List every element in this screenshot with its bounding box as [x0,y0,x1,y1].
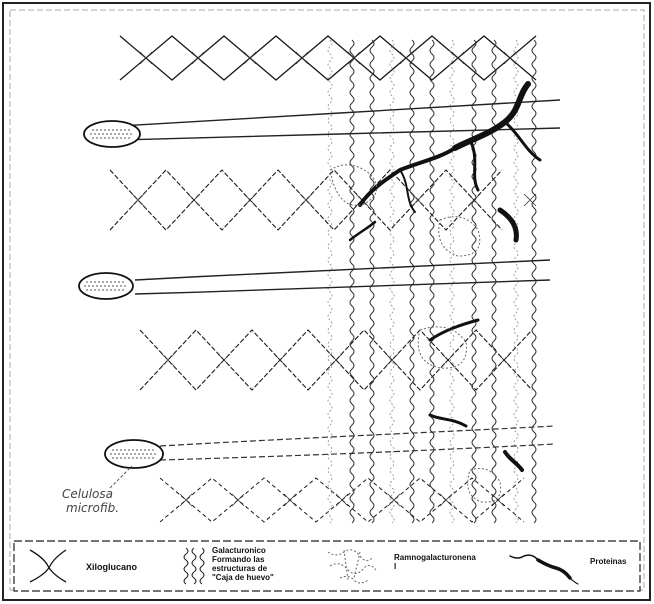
annotation-line-1: Celulosa [62,487,113,501]
galacturonic-strand [370,40,374,523]
xyloglucan-crosslink [162,354,174,366]
xyloglucan-crosslink [400,52,412,64]
xyloglucan-crosslink [336,494,348,506]
xyloglucan-crosslink [244,52,256,64]
xyloglucan-crosslink [192,52,204,64]
xyloglucan-crosslink [188,194,200,206]
xyloglucan-crosslink [232,494,244,506]
legend-label-egg-box-3: estructuras de [212,564,268,573]
legend-label-egg-box-4: "Caja de huevo" [212,573,274,582]
polymer-network [79,36,560,523]
xyloglucan-crosslink [296,52,308,64]
galacturonic-strand [390,40,394,523]
galacturonic-strand [328,40,332,523]
legend-label-rhamno-2: I [394,562,396,571]
legend-label-protein: Proteinas [590,557,627,566]
xyloglucan-crosslink [524,194,536,206]
xyloglucan-crosslink [504,52,516,64]
cellulose-annotation: Celulosa microfib. [62,466,132,515]
legend: Xiloglucano Galacturonico Formando las e… [14,541,640,591]
xyloglucan-crosslink [442,354,454,366]
xyloglucan-chain [120,36,536,80]
legend-label-egg-box-1: Galacturonico [212,546,266,555]
legend-label-rhamno-1: Ramnogalacturonena [394,553,476,562]
galacturonic-strand [472,40,476,523]
xyloglucan-crosslink [274,354,286,366]
xyloglucan-crosslink [140,52,152,64]
protein-clusters [350,84,540,470]
xyloglucan-crosslink [468,194,480,206]
legend-label-xyloglucan: Xiloglucano [86,562,138,572]
xyloglucan-crosslink [218,354,230,366]
xyloglucan-crosslink [386,354,398,366]
cellulose-microfibril-2 [79,260,550,299]
annotation-line-2: microfib. [66,501,119,515]
xyloglucan-crosslink [180,494,192,506]
xyloglucan-lattice [110,36,536,522]
galacturonic-strand [532,40,536,523]
legend-label-egg-box-2: Formando las [212,555,265,564]
cellulose-microfibril-3 [105,426,555,468]
xyloglucan-chain [120,36,536,80]
xyloglucan-crosslink [300,194,312,206]
xyloglucan-crosslink [498,354,510,366]
xyloglucan-crosslink [244,194,256,206]
xyloglucan-crosslink [388,494,400,506]
galacturonic-strand [450,40,454,523]
xyloglucan-crosslink [132,194,144,206]
cellulose-microfibril-1 [84,100,560,147]
xyloglucan-crosslink [284,494,296,506]
